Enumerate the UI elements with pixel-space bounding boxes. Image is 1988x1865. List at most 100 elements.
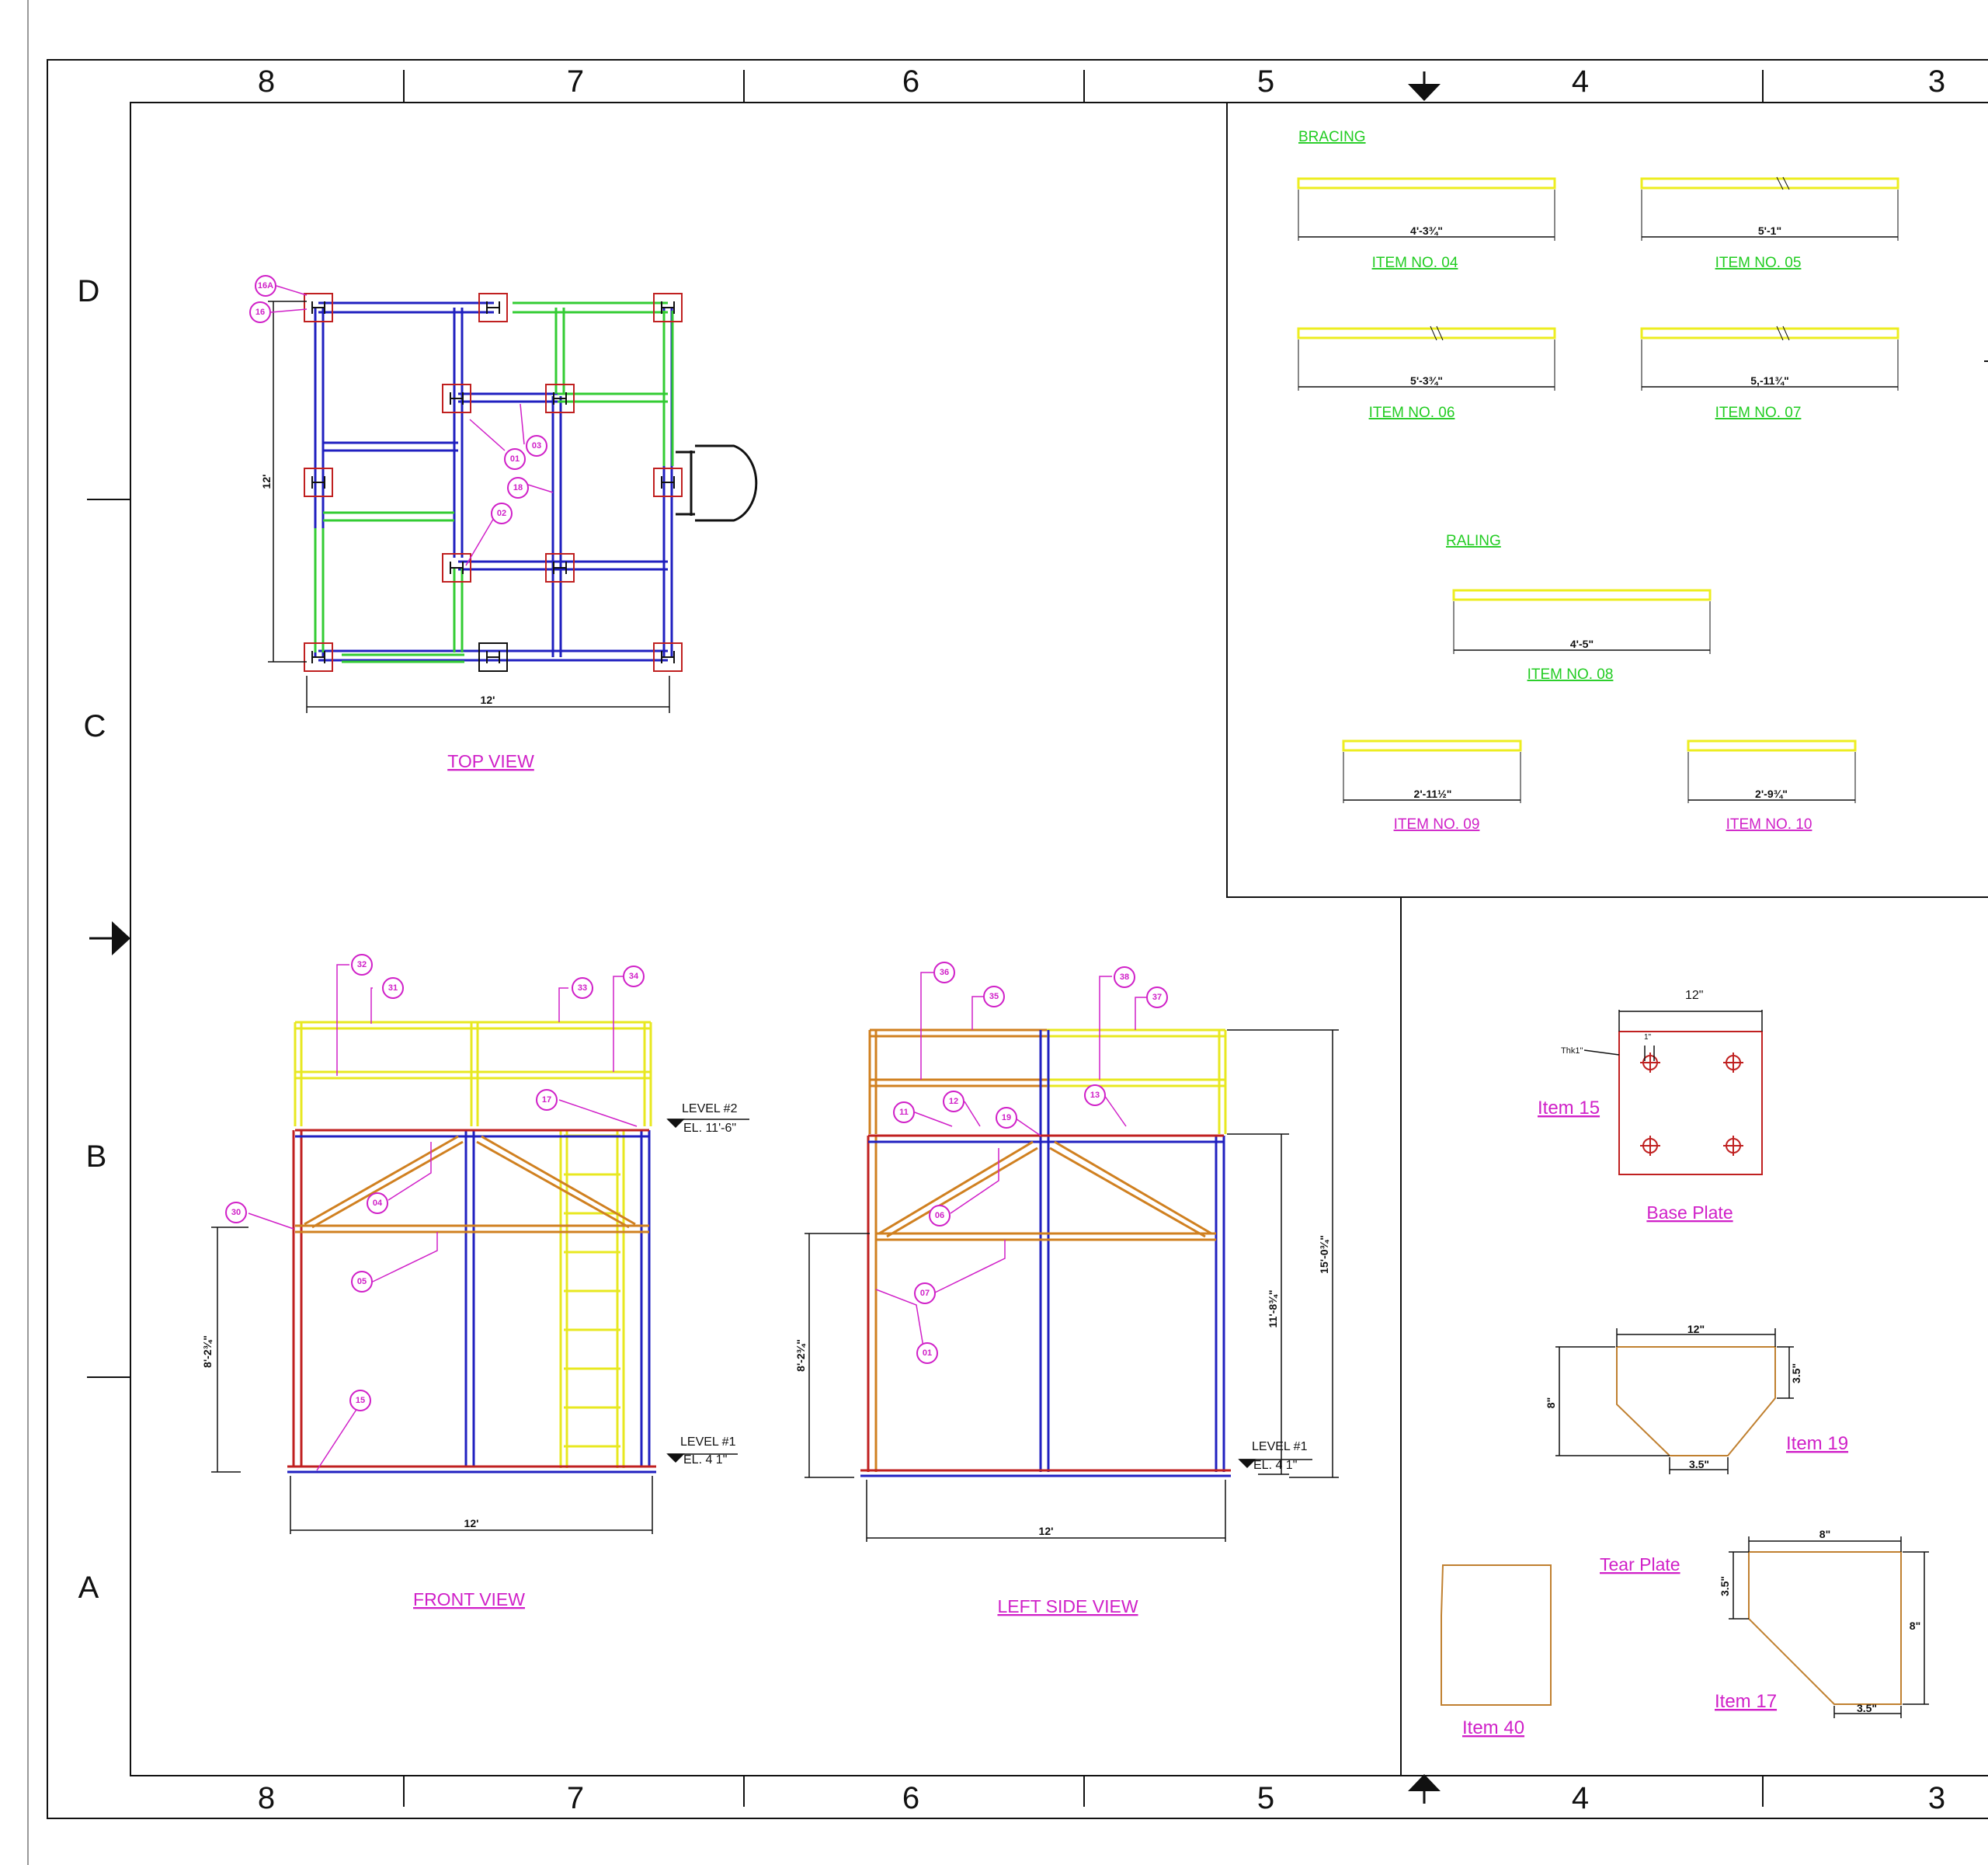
- base-plate-dim-top: 12": [1685, 989, 1703, 1002]
- left-view-title: LEFT SIDE VIEW: [997, 1596, 1138, 1616]
- railing-item-08: 4'-5" ITEM NO. 08: [1452, 589, 1712, 683]
- bracing-item-07-label: ITEM NO. 07: [1715, 405, 1802, 421]
- zone-col-5: 5: [1257, 64, 1274, 99]
- tear-plate-dim-left: 3.5": [1719, 1576, 1731, 1596]
- left-view-el1: EL. 4 1": [1253, 1459, 1297, 1472]
- callout-33-label: 33: [578, 983, 587, 993]
- railing-item-10-dim: 2'-9¾": [1755, 788, 1788, 800]
- callout-13: 13: [1084, 1084, 1106, 1106]
- zone-col-8: 8: [258, 64, 275, 99]
- railing-item-09-dim: 2'-11½": [1414, 788, 1452, 800]
- bracing-item-05: 5'-1" ITEM NO. 05: [1640, 176, 1899, 271]
- item40-label: Item 40: [1462, 1717, 1524, 1738]
- callout-11: 11: [893, 1101, 915, 1123]
- railing-item-10: 2'-9¾" ITEM NO. 10: [1687, 739, 1857, 833]
- callout-05: 05: [351, 1271, 373, 1293]
- zone-col-5-bottom: 5: [1257, 1781, 1274, 1815]
- top-view-title: TOP VIEW: [447, 751, 534, 771]
- callout-37: 37: [1146, 986, 1168, 1008]
- bracing-item-06: 5'-3¾" ITEM NO. 06: [1297, 325, 1556, 421]
- callout-15: 15: [349, 1390, 371, 1411]
- left-view-dim-height-left: 8'-2¾": [794, 1339, 807, 1372]
- base-plate-detail: 12" Thk1" 1" Item 15 Base Plate: [1538, 989, 1763, 1223]
- front-view-leaders: [248, 964, 638, 1471]
- callout-18: 18: [507, 477, 529, 499]
- bracing-item-07-dim: 5,-11¾": [1750, 374, 1788, 387]
- callout-04: 04: [367, 1192, 388, 1214]
- left-view-dim-height-mid: 11'-8¾": [1267, 1290, 1279, 1328]
- front-view-level1: LEVEL #1: [680, 1435, 736, 1449]
- zone-col-4-bottom: 4: [1572, 1781, 1589, 1815]
- item17-label: Item 17: [1715, 1691, 1777, 1712]
- callout-36: 36: [933, 962, 955, 983]
- top-view-column-marks: [311, 301, 675, 663]
- item19-dim-bottom: 3.5": [1689, 1458, 1709, 1470]
- front-view-dimensions: [211, 1119, 749, 1534]
- left-view-dim-width: 12': [1039, 1525, 1054, 1537]
- top-view-leaders: [270, 285, 554, 566]
- bracing-label: BRACING: [1298, 129, 1366, 145]
- callout-30: 30: [225, 1202, 247, 1223]
- bracing-item-05-label: ITEM NO. 05: [1715, 255, 1802, 271]
- railing-item-09-label: ITEM NO. 09: [1394, 816, 1480, 833]
- callout-16-label: 16: [255, 308, 265, 317]
- callout-31-label: 31: [388, 983, 398, 993]
- zone-col-7: 7: [567, 64, 584, 99]
- callout-05-label: 05: [357, 1277, 367, 1286]
- callout-32: 32: [351, 954, 373, 976]
- top-view-dim-width: 12': [481, 694, 495, 706]
- bracing-railing-panel: BRACING RALING 4'-3¾" ITEM NO. 04 5'-1" …: [1297, 129, 1899, 833]
- zone-row-a: A: [78, 1571, 99, 1605]
- callout-34: 34: [623, 966, 645, 987]
- callout-01-label: 01: [510, 454, 520, 464]
- railing-item-08-dim: 4'-5": [1570, 638, 1594, 650]
- item19-label: Item 19: [1786, 1433, 1848, 1454]
- callout-02-label: 02: [497, 509, 506, 518]
- callout-36-label: 36: [940, 968, 949, 977]
- zone-col-3-bottom: 3: [1928, 1781, 1945, 1815]
- left-view-level1: LEVEL #1: [1252, 1440, 1308, 1453]
- top-view: 12' 12' 16A 16 01 03 18 02 TOP VIEW: [249, 275, 758, 771]
- callout-18-label: 18: [513, 483, 523, 492]
- callout-34-label: 34: [629, 972, 639, 981]
- top-view-dimensions: [268, 301, 670, 713]
- front-view-bracing: [304, 1135, 636, 1229]
- front-view-railing: [294, 1021, 652, 1126]
- callout-37-label: 37: [1152, 993, 1162, 1002]
- base-plate-thk: Thk1": [1561, 1046, 1583, 1056]
- callout-12: 12: [943, 1091, 964, 1112]
- front-view-dim-width: 12': [464, 1517, 479, 1529]
- zone-labels-bottom: 8 7 6 5 4 3: [258, 1781, 1945, 1815]
- callout-11-label: 11: [899, 1108, 909, 1117]
- left-view-dimensions: [805, 1029, 1339, 1542]
- centering-arrows: [89, 71, 1441, 1804]
- zone-col-8-bottom: 8: [258, 1781, 275, 1815]
- front-view-el2: EL. 11'-6": [683, 1122, 736, 1135]
- callout-17: 17: [536, 1089, 558, 1111]
- callout-04-label: 04: [373, 1199, 383, 1208]
- item40-detail: Item 40: [1441, 1564, 1552, 1738]
- callout-03-label: 03: [532, 441, 541, 451]
- left-view-bracing: [878, 1140, 1212, 1238]
- zone-row-c: C: [84, 709, 106, 743]
- zone-col-6: 6: [902, 64, 919, 99]
- callout-07: 07: [914, 1282, 936, 1304]
- bracing-item-07: 5,-11¾" ITEM NO. 07: [1640, 325, 1899, 421]
- front-view-dim-height: 8'-2¾": [201, 1335, 214, 1368]
- tear-plate-dim-right: 8": [1910, 1620, 1920, 1632]
- railing-item-09: 2'-11½" ITEM NO. 09: [1342, 739, 1522, 833]
- callout-38-label: 38: [1120, 973, 1129, 982]
- callout-02: 02: [491, 503, 513, 524]
- callout-33: 33: [572, 977, 593, 999]
- left-side-view: 12' 8'-2¾" 11'-8¾" 15'-0¾" LEVEL #1 EL. …: [794, 962, 1339, 1616]
- base-plate-hole-dim: 1": [1644, 1033, 1652, 1042]
- zone-labels-top: 8 7 6 5 4 3: [258, 64, 1945, 99]
- zone-col-6-bottom: 6: [902, 1781, 919, 1815]
- item19-dim-left: 8": [1545, 1397, 1557, 1408]
- zone-row-b: B: [86, 1140, 107, 1174]
- item19-detail: 12" 8" 3.5" 3.5" Item 19: [1545, 1323, 1848, 1474]
- bracing-item-06-label: ITEM NO. 06: [1369, 405, 1455, 421]
- base-plate-title: Base Plate: [1646, 1202, 1733, 1223]
- callout-15-label: 15: [356, 1396, 365, 1405]
